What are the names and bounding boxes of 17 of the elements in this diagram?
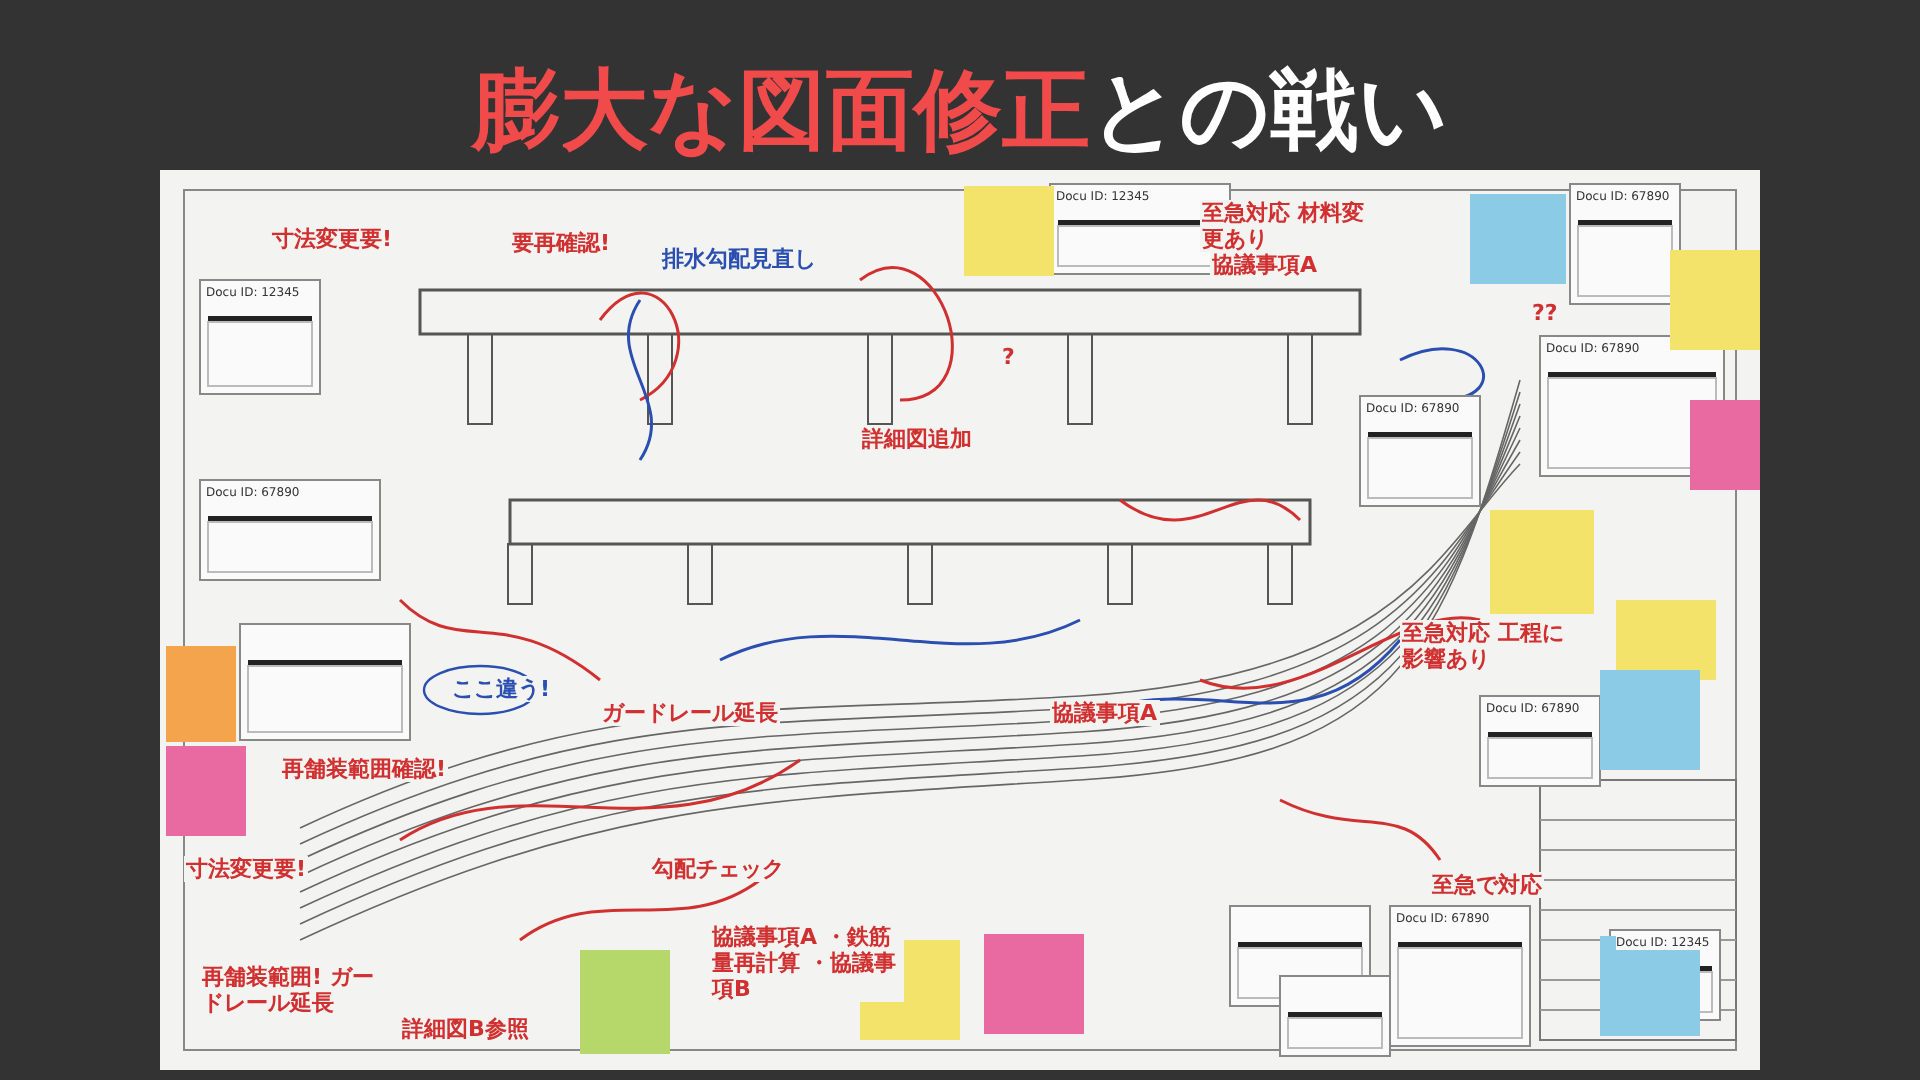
handwritten-note: 勾配チェック [650, 856, 786, 882]
handwritten-note: 協議事項A [1210, 252, 1320, 278]
handwritten-note: ここ違う! [450, 676, 553, 702]
handwritten-note: 再舗装範囲確認! [280, 756, 449, 782]
handwritten-note: 寸法変更要! [184, 856, 309, 882]
handwritten-note: 排水勾配見直し [660, 246, 818, 272]
handwritten-note: 至急で対応 [1430, 872, 1544, 898]
handwritten-note: 詳細図追加 [860, 426, 974, 452]
handwritten-note: 要再確認! [510, 230, 613, 256]
handwritten-note: ガードレール延長 [600, 700, 780, 726]
handwritten-note: 寸法変更要! [270, 226, 395, 252]
handwritten-note: 詳細図B参照 [400, 1016, 531, 1042]
handwritten-note: 協議事項A ・鉄筋量再計算 ・協議事項B [710, 924, 904, 1002]
handwritten-note: 協議事項A [1050, 700, 1160, 726]
handwritten-note: ?? [1530, 300, 1560, 326]
slide-title: 膨大な図面修正との戦い [468, 58, 1450, 166]
handwritten-note: ? [1000, 344, 1017, 370]
